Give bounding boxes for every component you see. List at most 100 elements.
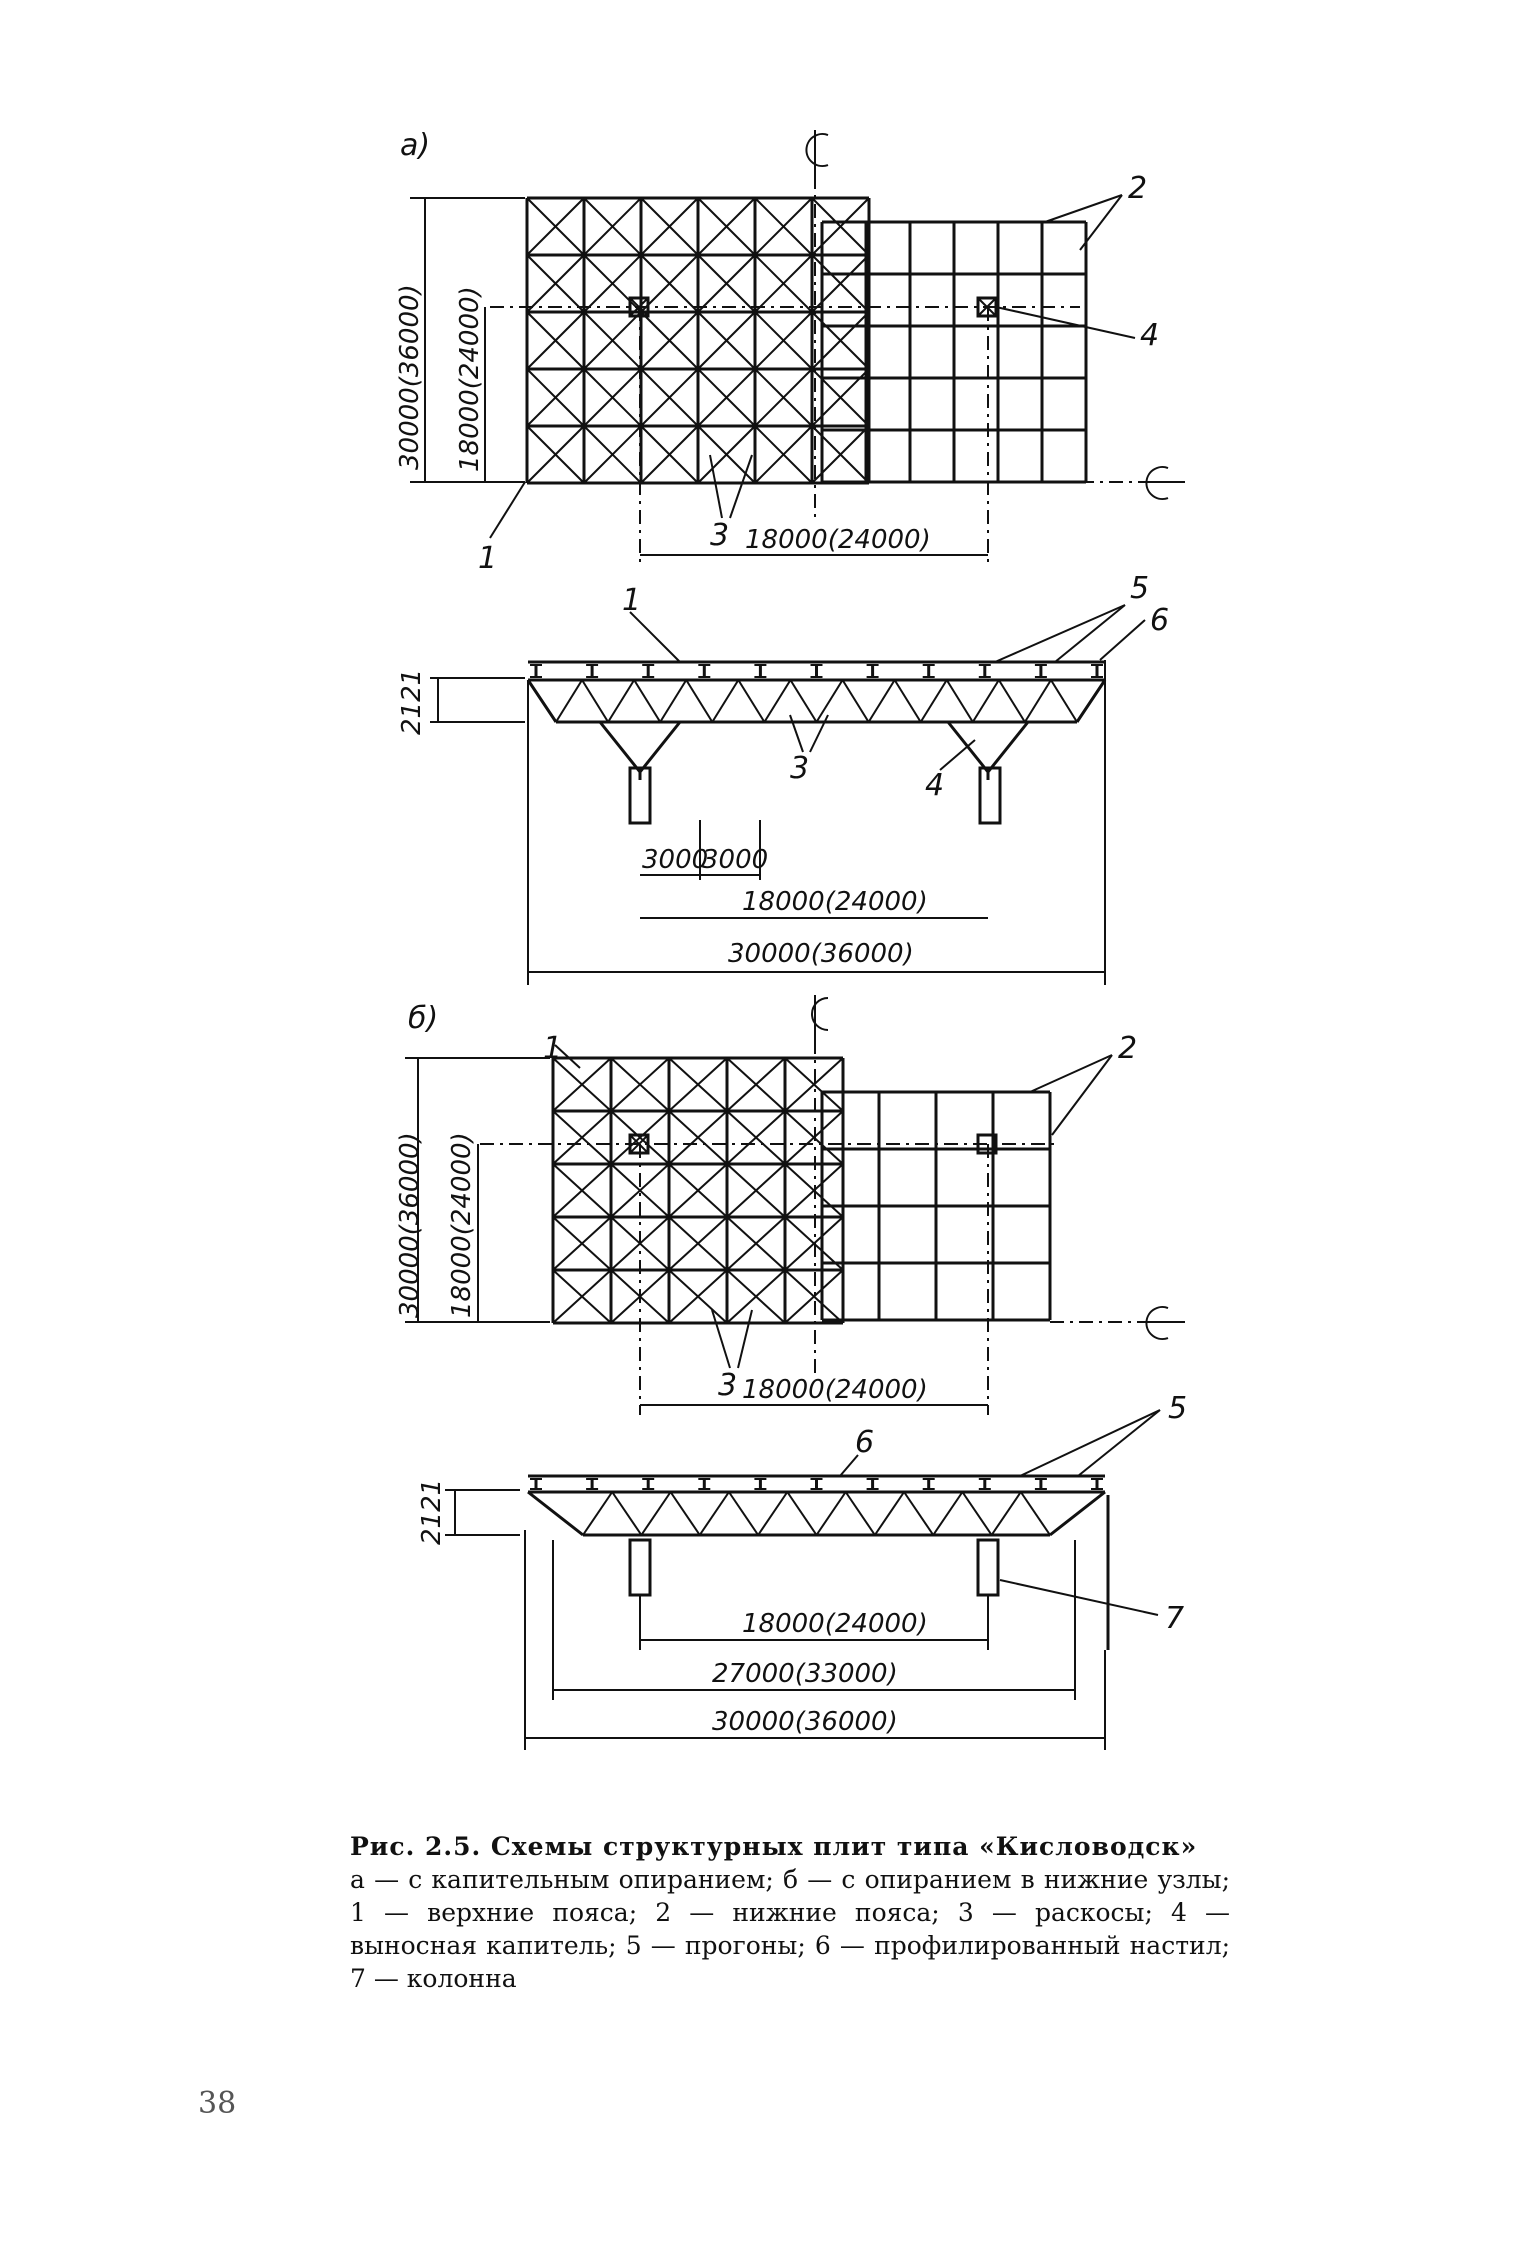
web-diagonal xyxy=(932,1491,964,1536)
web-diagonal xyxy=(1024,679,1052,723)
callout-a-2: 2 xyxy=(1128,171,1147,206)
callout-b-sec-6: 6 xyxy=(855,1425,874,1460)
diagonal-brace xyxy=(726,1163,786,1218)
diagonal-brace xyxy=(784,1269,844,1324)
capital-strut xyxy=(638,721,682,773)
dim-a-plan-inner: 18000(24000) xyxy=(455,286,485,472)
web-diagonal xyxy=(611,1491,643,1536)
truss-b xyxy=(527,1474,1106,1537)
dim-a-plan-bottom: 18000(24000) xyxy=(745,525,931,555)
diagonal-brace xyxy=(697,368,756,427)
web-diagonal xyxy=(961,1491,993,1536)
column-a-right xyxy=(978,766,1002,825)
web-diagonal xyxy=(728,1491,759,1536)
web-diagonal xyxy=(893,679,922,723)
diagonal-brace xyxy=(754,254,813,313)
end-diagonal xyxy=(1075,679,1107,723)
diagonal-brace xyxy=(726,1110,786,1165)
diagonal-brace xyxy=(784,1057,844,1112)
column-b-right xyxy=(976,1538,1000,1597)
callout-a-sec-4: 4 xyxy=(925,768,944,803)
panel-b-plan: б) 30000(36000) 18000(24000) 18000(24000… xyxy=(395,995,1185,1415)
web-diagonal xyxy=(786,1491,818,1536)
column-b-left xyxy=(628,1538,652,1597)
callout-a-3: 3 xyxy=(710,518,729,553)
diagonal-brace xyxy=(754,425,813,484)
structural-slab-diagram: а) 30000(36000) 18000(24000) 18000(2400 xyxy=(395,128,1187,1750)
diagonal-brace xyxy=(726,1216,786,1271)
diagonal-brace xyxy=(668,1269,728,1324)
diagonal-brace xyxy=(640,311,699,370)
diagonal-brace xyxy=(552,1216,612,1271)
web-diagonal xyxy=(903,1491,935,1536)
dim-a-section-total: 30000(36000) xyxy=(728,939,914,969)
end-diagonal xyxy=(527,1490,584,1537)
web-diagonal xyxy=(919,679,948,723)
dim-a-3000-2: 3000 xyxy=(702,845,768,875)
column-a-left xyxy=(628,766,652,825)
dim-a-section-height: 2121 xyxy=(397,669,427,735)
web-diagonal xyxy=(669,1491,701,1536)
diagonal-brace xyxy=(754,311,813,370)
diagonal-brace xyxy=(526,311,585,370)
caption-body: а — с капительным опиранием; б — с опира… xyxy=(350,1865,1230,1993)
diagonal-brace xyxy=(583,311,642,370)
figure-caption: Рис. 2.5. Схемы структурных плит типа «К… xyxy=(350,1830,1230,1995)
web-diagonal xyxy=(633,679,662,723)
callout-a-sec-3: 3 xyxy=(790,751,809,786)
callout-b-2: 2 xyxy=(1118,1031,1137,1066)
end-diagonal xyxy=(1049,1490,1106,1537)
capital-strut xyxy=(986,721,1030,773)
diagonal-brace xyxy=(640,254,699,313)
dim-b-section-height: 2121 xyxy=(417,1479,447,1545)
web-diagonal xyxy=(841,679,870,723)
panel-a-plan: а) 30000(36000) 18000(24000) 18000(2400 xyxy=(395,128,1185,576)
diagonal-brace xyxy=(668,1163,728,1218)
diagonal-brace xyxy=(697,197,756,256)
diagonal-brace xyxy=(583,197,642,256)
diagonal-brace xyxy=(552,1163,612,1218)
dim-b-plan-total: 30000(36000) xyxy=(395,1132,425,1318)
diagonal-brace xyxy=(668,1057,728,1112)
top-chord-grid-a xyxy=(525,196,871,485)
diagonal-brace xyxy=(526,197,585,256)
diagonal-brace xyxy=(754,368,813,427)
callout-b-1: 1 xyxy=(543,1031,562,1066)
diagonal-brace xyxy=(726,1057,786,1112)
diagonal-brace xyxy=(640,425,699,484)
web-diagonal xyxy=(844,1491,876,1536)
diagonal-brace xyxy=(610,1057,670,1112)
web-diagonal xyxy=(582,1491,614,1536)
diagonal-brace xyxy=(552,1269,612,1324)
top-chord-grid-b xyxy=(551,1056,845,1325)
diagonal-brace xyxy=(668,1216,728,1271)
web-diagonal xyxy=(640,1491,672,1536)
diagonal-brace xyxy=(526,425,585,484)
callout-b-3: 3 xyxy=(718,1368,737,1403)
diagonal-brace xyxy=(697,311,756,370)
web-diagonal xyxy=(763,679,792,723)
centerline-marker-b-top xyxy=(811,995,829,1040)
callout-a-sec-6: 6 xyxy=(1150,603,1169,638)
panel-b-label: б) xyxy=(408,1001,438,1036)
truss-a xyxy=(526,660,1107,780)
web-diagonal xyxy=(1019,1491,1051,1536)
diagonal-brace xyxy=(754,197,813,256)
page-number: 38 xyxy=(198,2086,237,2121)
bottom-chord-grid-a xyxy=(820,220,1088,484)
diagonal-brace xyxy=(583,368,642,427)
web-diagonal xyxy=(581,679,609,723)
diagonal-brace xyxy=(552,1057,612,1112)
web-diagonal xyxy=(945,679,974,723)
dim-b-plan-bottom: 18000(24000) xyxy=(742,1375,928,1405)
dim-a-section-mid: 18000(24000) xyxy=(742,887,928,917)
diagonal-brace xyxy=(583,425,642,484)
callout-b-sec-5: 5 xyxy=(1168,1391,1187,1426)
dim-b-section-27: 27000(33000) xyxy=(712,1659,898,1689)
diagonal-brace xyxy=(640,197,699,256)
web-diagonal xyxy=(815,679,844,723)
web-diagonal xyxy=(607,679,635,723)
dim-b-plan-inner: 18000(24000) xyxy=(447,1132,477,1318)
dim-b-section-total: 30000(36000) xyxy=(712,1707,898,1737)
web-diagonal xyxy=(815,1491,847,1536)
